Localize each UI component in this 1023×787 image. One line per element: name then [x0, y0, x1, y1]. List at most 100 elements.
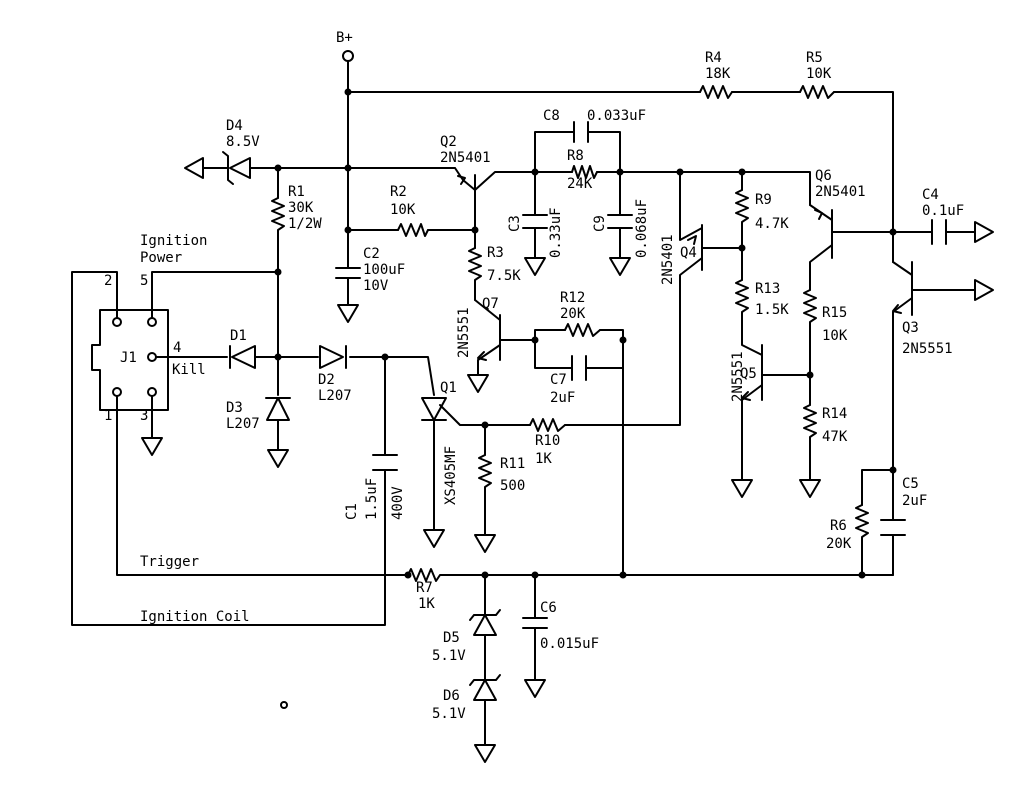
label-r11-val: 500: [500, 478, 525, 494]
label-r14: R14: [822, 406, 847, 422]
label-d2-val: L207: [318, 388, 352, 404]
q7-arrow: [477, 351, 487, 361]
r15-symbol: [803, 289, 817, 336]
label-d3: D3: [226, 400, 243, 416]
label-r12-val: 20K: [560, 306, 586, 322]
label-r10-val: 1K: [535, 451, 552, 467]
j1-pin4: [147, 352, 157, 362]
gnd-c9: [609, 257, 631, 276]
label-c1-val2: 400V: [390, 486, 406, 520]
label-r4-val: 18K: [705, 66, 731, 82]
label-d5: D5: [443, 630, 460, 646]
r12-symbol: [564, 323, 601, 337]
r7-symbol: [407, 568, 456, 582]
text-labels: B+ D4 8.5V Q2 2N5401 C8 0.033uF R8 24K R…: [104, 30, 964, 722]
label-q7: Q7: [482, 296, 499, 312]
label-d6-val: 5.1V: [432, 706, 466, 722]
label-r5: R5: [806, 50, 823, 66]
q5-arrow: [741, 391, 751, 401]
label-c1: C1: [344, 503, 360, 520]
label-r1: R1: [288, 184, 305, 200]
r14-symbol: [803, 404, 817, 446]
gnd-q7: [467, 374, 489, 393]
label-d4: D4: [226, 118, 243, 134]
label-j1: J1: [120, 350, 137, 366]
label-q3-val: 2N5551: [902, 341, 953, 357]
label-d6: D6: [443, 688, 460, 704]
label-ignition-coil: Ignition Coil: [140, 609, 250, 625]
label-r1-val1: 30K: [288, 200, 314, 216]
q6-arrow: [814, 209, 823, 220]
label-r1-val2: 1/2W: [288, 216, 322, 232]
label-c5-val: 2uF: [902, 493, 927, 509]
gnd-c3: [524, 257, 546, 276]
capacitors: [335, 121, 947, 629]
label-r8-val: 24K: [567, 176, 593, 192]
output-arrows: [184, 157, 994, 301]
label-c8: C8: [543, 108, 560, 124]
label-r15: R15: [822, 305, 847, 321]
label-c8-val: 0.033uF: [587, 108, 646, 124]
q1-scr-symbol: [421, 397, 447, 421]
r1-symbol: [271, 197, 285, 239]
label-q4: Q4: [680, 245, 697, 261]
resistors: [271, 85, 869, 582]
label-pin4: 4: [173, 340, 181, 356]
j1-pin1: [112, 387, 122, 397]
label-r13-val: 1.5K: [755, 302, 789, 318]
label-c2: C2: [363, 246, 380, 262]
label-r9-val: 4.7K: [755, 216, 789, 232]
label-r13: R13: [755, 281, 780, 297]
r10-symbol: [529, 418, 566, 432]
label-q4-val: 2N5401: [660, 234, 676, 285]
j1-pin5: [147, 317, 157, 327]
label-c3-val: 0.33uF: [548, 207, 564, 258]
label-r9: R9: [755, 192, 772, 208]
r9-symbol: [735, 189, 749, 229]
q4-arrow: [687, 235, 697, 245]
r5-symbol: [799, 85, 835, 99]
label-q6-val: 2N5401: [815, 184, 866, 200]
label-c4-val: 0.1uF: [922, 203, 964, 219]
d2-symbol: [319, 345, 347, 369]
label-ignition-power-2: Power: [140, 250, 182, 266]
c7-symbol: [571, 355, 587, 381]
c8-symbol: [573, 121, 589, 143]
c3-symbol: [522, 214, 548, 229]
d4-symbol: [222, 151, 251, 185]
gnd-q5: [731, 479, 753, 498]
label-r2-val: 10K: [390, 202, 416, 218]
label-q7-val: 2N5551: [456, 307, 472, 358]
label-r2: R2: [390, 184, 407, 200]
label-c7-val: 2uF: [550, 390, 575, 406]
label-q1-val: XS405MF: [443, 446, 459, 505]
transistors: [457, 174, 913, 401]
label-c4: C4: [922, 187, 939, 203]
label-pin1: 1: [104, 408, 112, 424]
c6-symbol: [522, 617, 548, 629]
j1-pin2: [112, 317, 122, 327]
gnd-c2: [337, 304, 359, 323]
label-d1: D1: [230, 328, 247, 344]
r6-symbol: [855, 504, 869, 541]
d5-symbol: [469, 609, 501, 636]
label-r8: R8: [567, 148, 584, 164]
label-r14-val: 47K: [822, 429, 848, 445]
c4-output-arrow: [974, 221, 994, 243]
bplus-terminal: [342, 50, 354, 62]
junction-dots: [274, 88, 897, 579]
label-c3: C3: [507, 215, 523, 232]
label-r3-val: 7.5K: [487, 268, 521, 284]
label-r7-val: 1K: [418, 596, 435, 612]
r2-symbol: [397, 223, 429, 237]
d6-symbol: [469, 674, 501, 701]
label-q2: Q2: [440, 134, 457, 150]
label-r10: R10: [535, 433, 560, 449]
gnd-q1: [423, 529, 445, 548]
r4-symbol: [699, 85, 733, 99]
label-d2: D2: [318, 372, 335, 388]
label-r7: R7: [416, 580, 433, 596]
label-kill: Kill: [172, 362, 206, 378]
q3-arrow: [892, 304, 902, 314]
